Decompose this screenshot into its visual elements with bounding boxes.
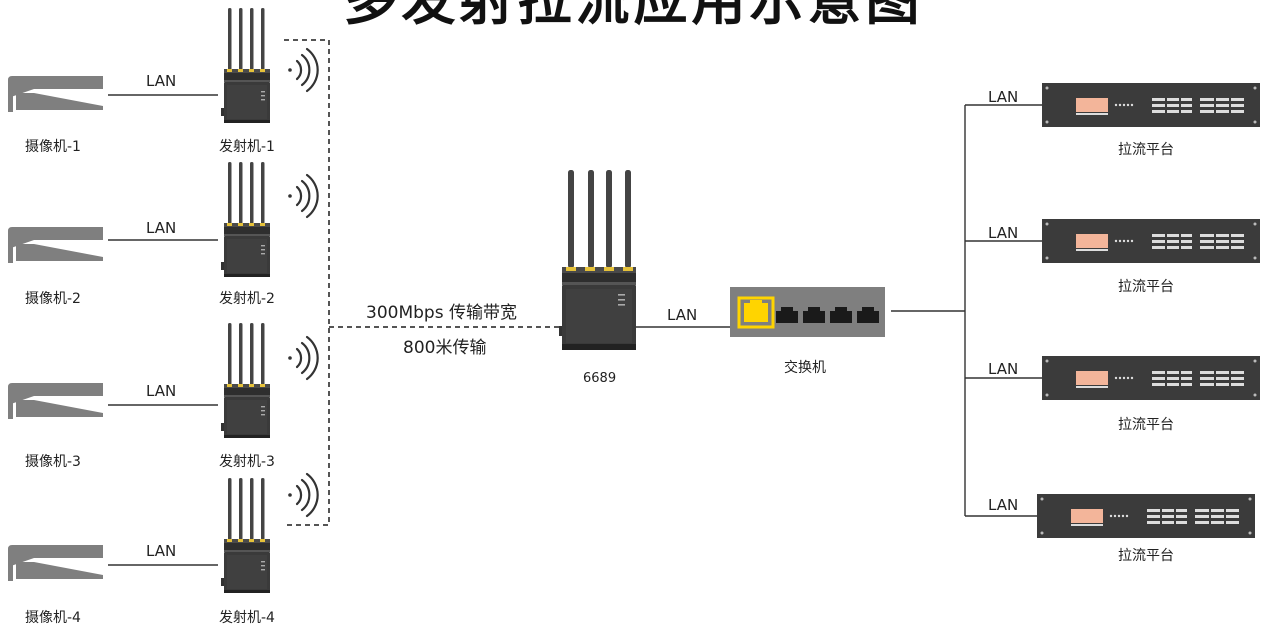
page-title: 多发射拉流应用示意图 [343,0,924,32]
lan-label: LAN [146,382,177,400]
platform-label: 拉流平台 [1118,417,1174,433]
transmitter-label: 发射机-3 [219,454,275,470]
camera-label: 摄像机-2 [25,291,81,307]
transmitter-icon [221,162,270,277]
platform-label: 拉流平台 [1118,548,1174,564]
platform-icon [1037,494,1255,538]
transmitter-icon [221,323,270,438]
wifi-icon [287,472,319,518]
platform-label: 拉流平台 [1118,279,1174,295]
distance-label: 800米传输 [403,338,487,358]
camera-label: 摄像机-3 [25,454,81,470]
camera-unit-1 [8,76,103,112]
lan-label: LAN [988,360,1019,378]
switch-icon [730,287,885,337]
transmitter-label: 发射机-2 [219,291,275,307]
platform-icon [1042,356,1260,400]
platform-icon [1042,219,1260,263]
transmitter-label: 发射机-1 [219,139,275,155]
camera-label: 摄像机-4 [25,610,81,624]
lan-label: LAN [988,88,1019,106]
camera-icon [8,76,103,112]
camera-icon [8,383,103,419]
lan-label: LAN [146,219,177,237]
wireless-bracket [284,39,330,526]
platform-label: 拉流平台 [1118,142,1174,158]
lan-label: LAN [988,496,1019,514]
lan-label: LAN [146,72,177,90]
lan-label: LAN [667,306,698,324]
camera-icon [8,545,103,581]
transmitter-label: 发射机-4 [219,610,275,624]
camera-icon [8,227,103,263]
transmitter-icon [221,8,270,123]
receiver-icon [559,170,636,350]
wifi-icon [287,335,319,381]
lan-label: LAN [146,542,177,560]
switch-label: 交换机 [784,360,826,376]
receiver-label: 6689 [583,371,617,386]
transmitter-icon [221,478,270,593]
lan-label: LAN [988,224,1019,242]
camera-label: 摄像机-1 [25,139,81,155]
wifi-icon [287,47,319,93]
bandwidth-label: 300Mbps 传输带宽 [366,303,517,323]
wifi-icon [287,173,319,219]
platform-icon [1042,83,1260,127]
